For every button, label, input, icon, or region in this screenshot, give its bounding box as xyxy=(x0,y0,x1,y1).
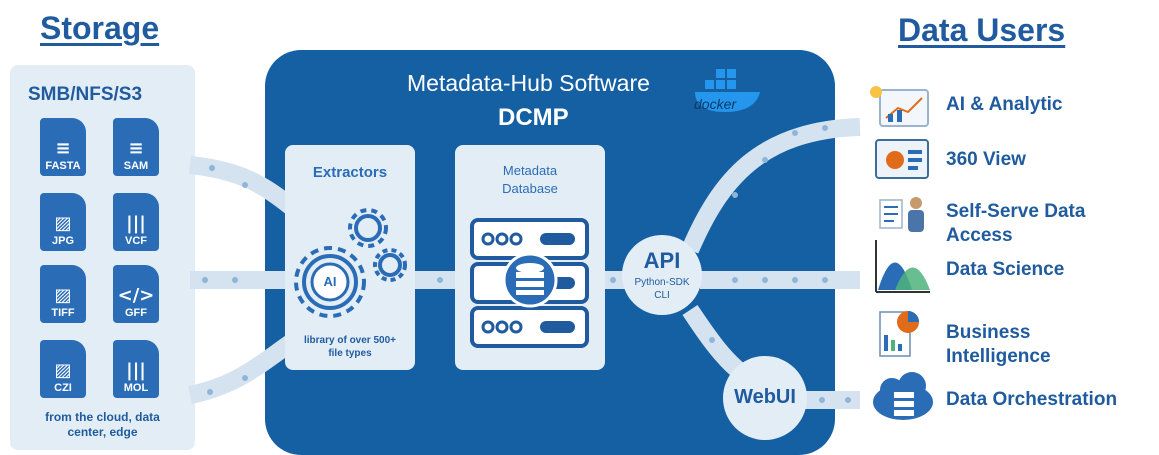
file-extension-label: CZI xyxy=(54,382,72,394)
file-icon-gff: </>GFF xyxy=(113,265,159,323)
gears-icon xyxy=(294,208,407,318)
file-extension-label: MOL xyxy=(123,382,149,394)
webui-label: WebUI xyxy=(734,386,796,408)
docker-icon xyxy=(695,69,760,112)
user-business-intelligence: Business Intelligence xyxy=(946,321,1051,369)
chart-board-icon xyxy=(870,86,929,127)
user-data-orchestration: Data Orchestration xyxy=(946,388,1117,412)
smb-link-label: SMB xyxy=(229,141,249,151)
dashboard-icon xyxy=(875,139,929,179)
file-glyph-icon: </> xyxy=(117,285,155,306)
user-bi-line2: Intelligence xyxy=(946,346,1051,367)
file-extension-label: SAM xyxy=(123,160,149,172)
extractors-caption-line2: file types xyxy=(328,348,372,359)
file-glyph-icon: ▨ xyxy=(54,285,72,306)
file-glyph-icon: ||| xyxy=(126,213,146,234)
database-server-icon xyxy=(470,218,589,348)
ai-label: AI xyxy=(323,274,337,289)
cloud-server-icon xyxy=(873,372,933,420)
user-ai-analytic-line1: AI & Analytic xyxy=(946,94,1063,115)
database-title-line2: Database xyxy=(502,181,558,196)
api-line2: CLI xyxy=(654,290,670,301)
hub-title: Metadata-Hub Software xyxy=(407,70,650,96)
database-title-line1: Metadata xyxy=(502,163,558,178)
file-glyph-icon: ||| xyxy=(126,360,146,381)
storage-footer-line2: center, edge xyxy=(67,425,138,439)
storage-protocols-label: SMB/NFS/S3 xyxy=(28,84,143,105)
storage-footer-line1: from the cloud, data xyxy=(45,410,160,424)
file-icon-jpg: ▨JPG xyxy=(40,193,86,251)
user-self-serve-line1: Self-Serve Data xyxy=(946,201,1086,222)
user-data-science-line1: Data Science xyxy=(946,259,1065,280)
file-extension-label: JPG xyxy=(51,235,74,247)
file-icon-vcf: |||VCF xyxy=(113,193,159,251)
file-icon-fasta: ≡FASTA xyxy=(40,118,86,176)
product-name: DCMP xyxy=(498,104,569,131)
user-360-view: 360 View xyxy=(946,148,1026,172)
webui-node xyxy=(723,356,807,440)
report-icon xyxy=(879,311,919,357)
file-icon-sam: ≡SAM xyxy=(113,118,159,176)
file-glyph-icon: ≡ xyxy=(128,138,144,159)
storage-footer: from the cloud, data center, edge xyxy=(10,410,195,440)
nfs-link-label: NFS xyxy=(228,251,246,261)
user-data-science: Data Science xyxy=(946,258,1064,282)
user-orchestration-line1: Data Orchestration xyxy=(946,389,1118,410)
docker-label: docker xyxy=(694,96,737,112)
pipe-dots xyxy=(202,125,851,403)
file-glyph-icon: ▨ xyxy=(54,360,72,381)
distribution-chart-icon xyxy=(875,240,930,293)
database-title: Metadata Database xyxy=(455,162,605,198)
file-extension-label: GFF xyxy=(125,307,147,319)
user-bi-line1: Business xyxy=(946,322,1031,343)
file-glyph-icon: ≡ xyxy=(55,138,71,159)
person-presenting-icon xyxy=(879,197,924,232)
file-icon-tiff: ▨TIFF xyxy=(40,265,86,323)
extractors-caption: library of over 500+ file types xyxy=(285,334,415,360)
file-glyph-icon: ▨ xyxy=(54,213,72,234)
user-360-view-line1: 360 View xyxy=(946,149,1026,170)
api-subtitle: Python-SDK CLI xyxy=(622,276,702,302)
ai-core xyxy=(310,262,350,302)
extractors-caption-line1: library of over 500+ xyxy=(304,335,396,346)
api-node xyxy=(622,235,702,315)
file-extension-label: VCF xyxy=(125,235,147,247)
storage-heading: Storage xyxy=(40,10,160,46)
file-icon-czi: ▨CZI xyxy=(40,340,86,398)
user-ai-analytic: AI & Analytic xyxy=(946,93,1063,117)
user-self-serve: Self-Serve Data Access xyxy=(946,200,1085,248)
extractors-box xyxy=(285,145,415,370)
file-icon-mol: |||MOL xyxy=(113,340,159,398)
extractors-title: Extractors xyxy=(312,164,388,181)
api-line1: Python-SDK xyxy=(634,277,690,288)
storage-panel xyxy=(10,65,195,450)
s3-link-label: S3 xyxy=(230,341,242,351)
api-title: API xyxy=(643,248,681,273)
user-self-serve-line2: Access xyxy=(946,225,1013,246)
data-users-heading: Data Users xyxy=(898,12,1066,48)
file-extension-label: TIFF xyxy=(51,307,75,319)
file-extension-label: FASTA xyxy=(45,160,81,172)
